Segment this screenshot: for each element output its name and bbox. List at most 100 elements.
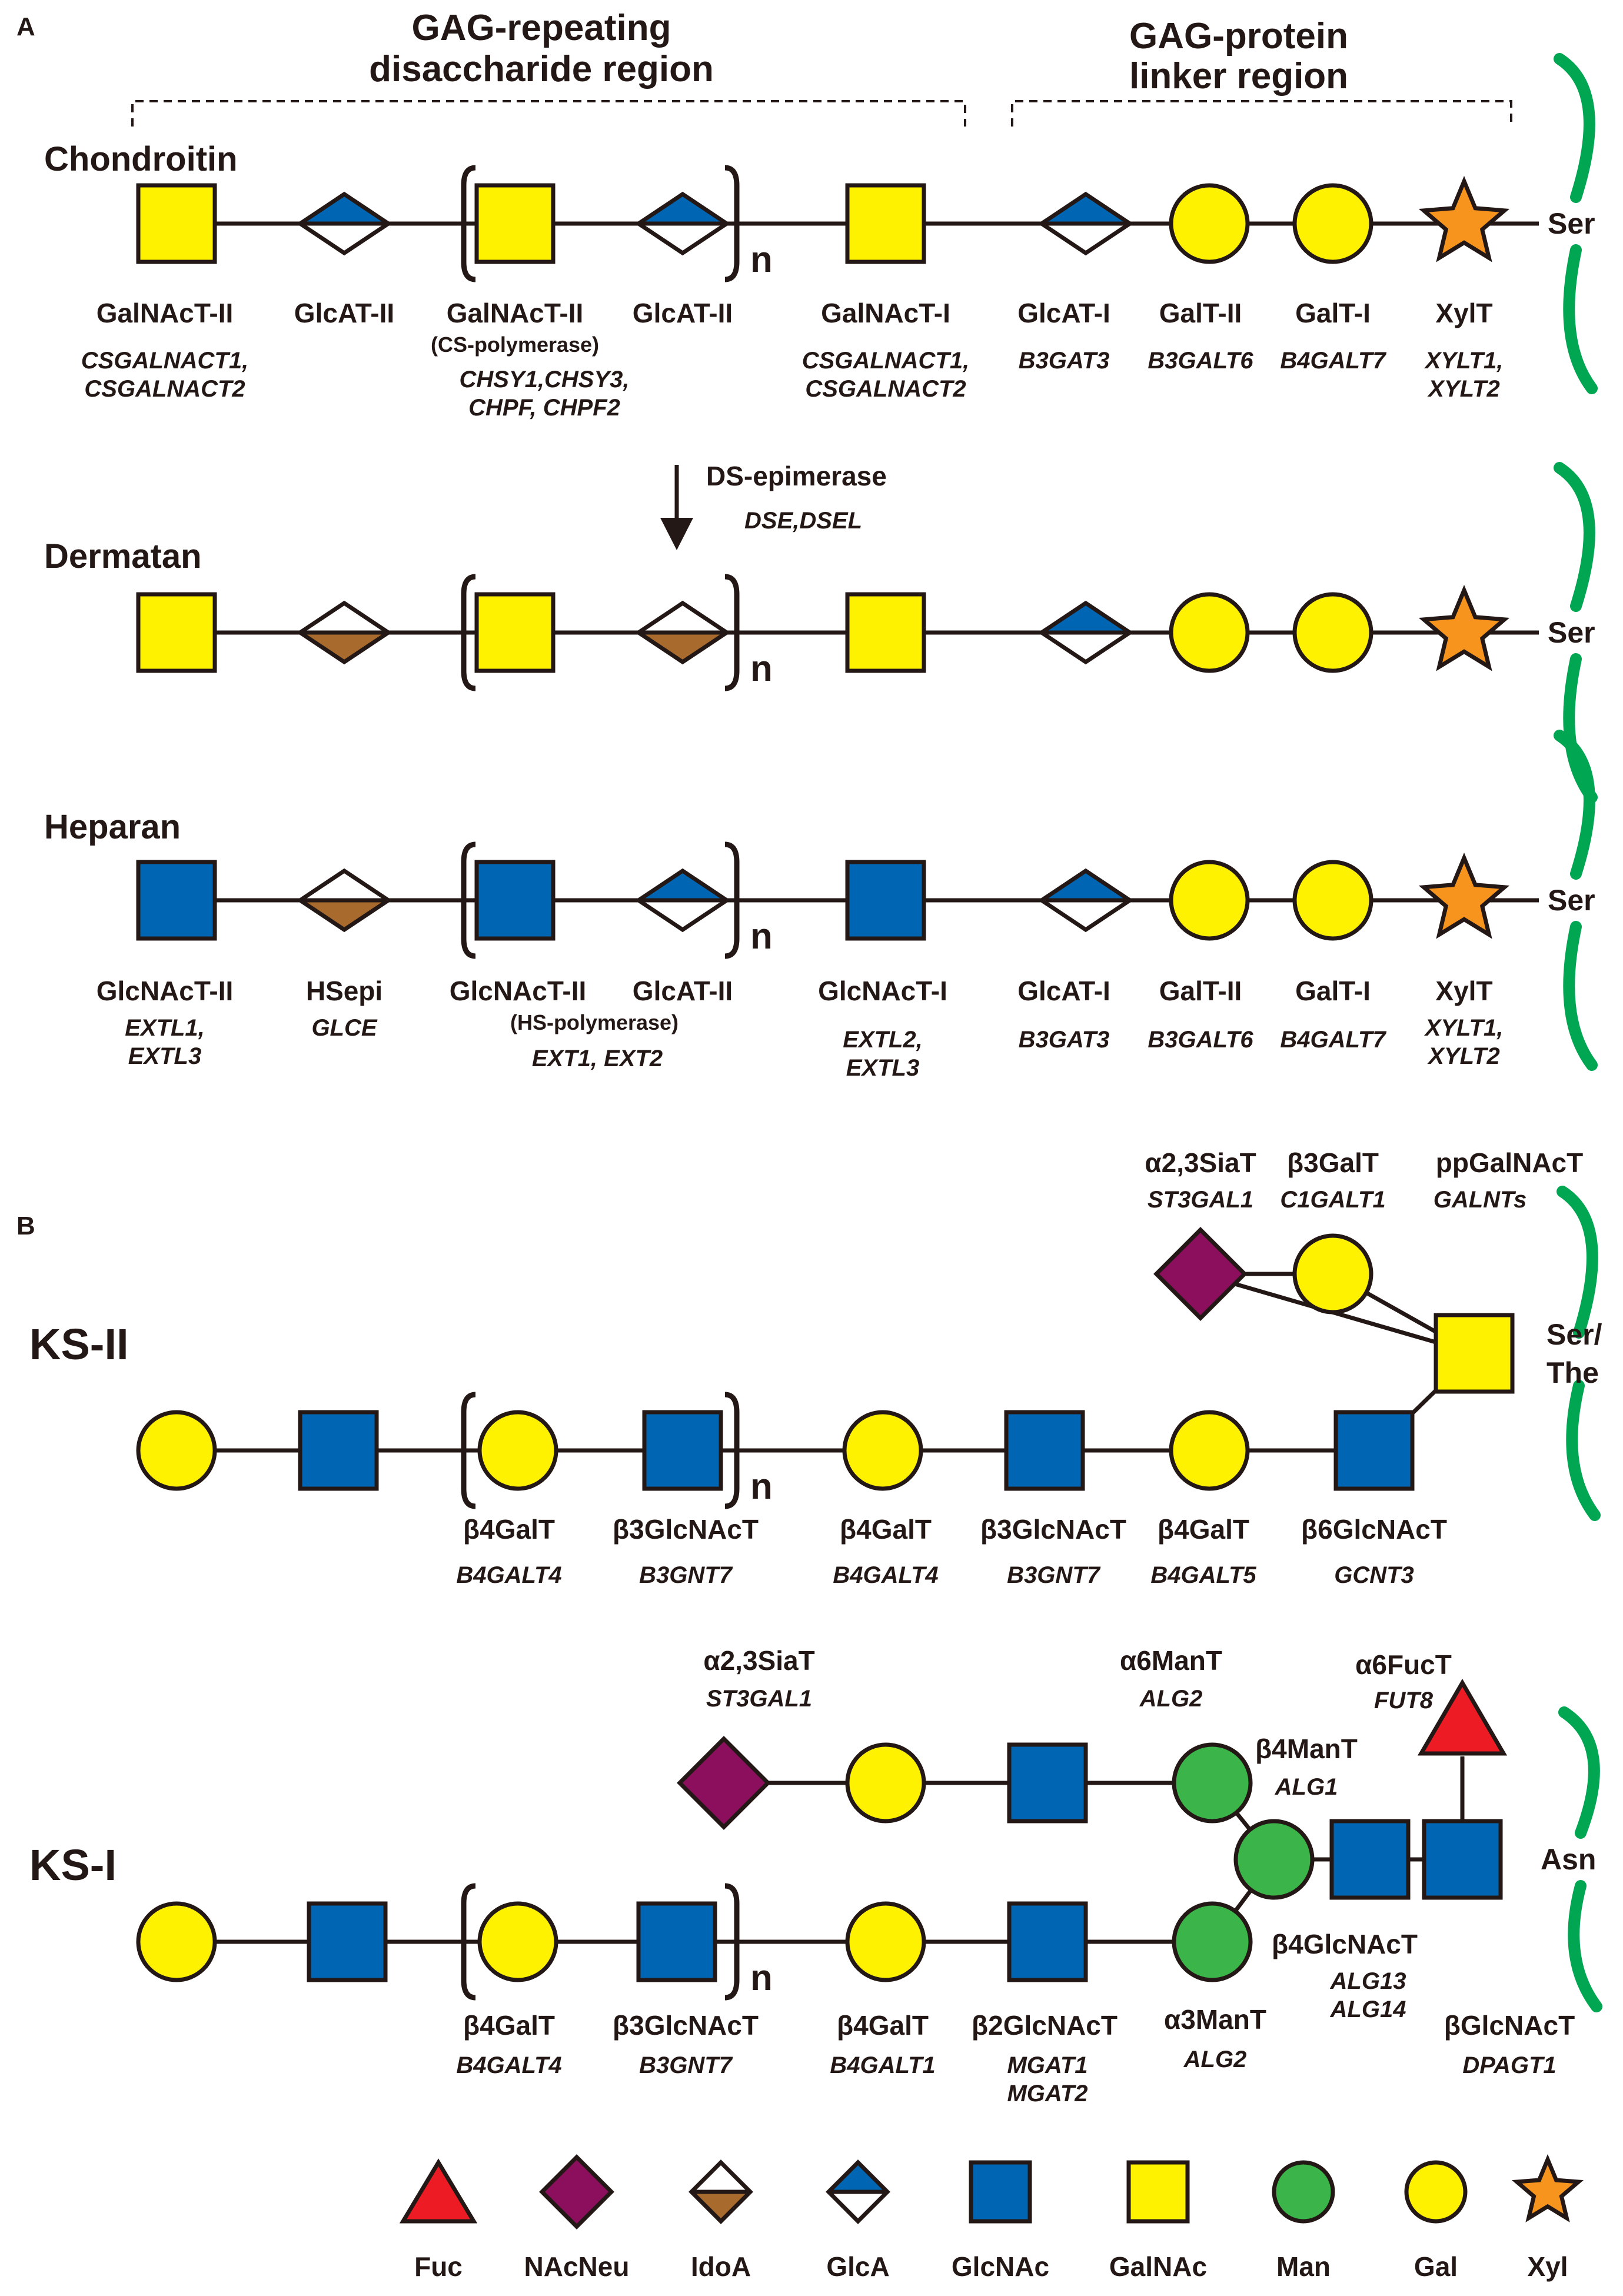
aglycone-ser: Ser: [1548, 884, 1595, 917]
chain-name: Heparan: [44, 808, 181, 846]
gene-name: B3GAT3: [1019, 348, 1110, 374]
protein-bracket-upper: [1557, 1186, 1598, 1339]
repeat-bracket-left: [461, 1392, 476, 1509]
protein-bracket-upper: [1558, 1706, 1600, 1839]
gal-symbol: [136, 1901, 217, 1982]
gene-name: XYLT1,: [1424, 348, 1504, 374]
repeat-n: n: [750, 1466, 773, 1507]
repeat-bracket-left: [461, 574, 476, 691]
gene-name: B4GALT7: [1280, 1027, 1386, 1053]
legend-idoa-symbol: [689, 2159, 753, 2224]
legend-label: GalNAc: [1109, 2251, 1207, 2282]
legend-glcnac-symbol: [969, 2160, 1032, 2224]
enzyme-name: β4GalT: [463, 2010, 555, 2041]
gene-name: B4GALT7: [1280, 348, 1386, 374]
gal-symbol: [842, 1410, 923, 1491]
header-gag-protein: GAG-protein: [1129, 16, 1348, 56]
enzyme-name: α2,3SiaT: [1145, 1147, 1256, 1178]
repeat-n: n: [750, 916, 773, 957]
gene-name: ST3GAL1: [1148, 1187, 1253, 1213]
chain-name: KS-I: [29, 1841, 117, 1889]
enzyme-name: β4ManT: [1255, 1733, 1358, 1764]
protein-bracket-lower: [1566, 1380, 1601, 1521]
glcnac-symbol: [1329, 1819, 1411, 1900]
repeat-bracket-left: [461, 165, 476, 282]
enzyme-name: β4GalT: [463, 1514, 555, 1545]
gene-name: CSGALNACT1,: [81, 348, 248, 374]
glca-symbol: [634, 191, 731, 256]
xyl-symbol: [1418, 852, 1510, 939]
gene-name: EXTL1,: [125, 1015, 205, 1041]
glcnac-symbol: [1007, 1742, 1088, 1824]
enzyme-name: GalNAcT-II: [97, 298, 234, 328]
enzyme-name: β4GlcNAcT: [1272, 1929, 1418, 1959]
protein-bracket-upper: [1554, 462, 1595, 612]
idoa-symbol: [634, 600, 731, 665]
gene-name: B3GALT6: [1148, 348, 1253, 374]
enzyme-name: β4GalT: [837, 2010, 929, 2041]
gal-symbol: [1169, 1410, 1250, 1491]
gene-name: CHSY1,CHSY3,: [460, 367, 630, 392]
enzyme-name: α6ManT: [1120, 1645, 1222, 1676]
repeat-n: n: [750, 1958, 773, 1998]
gal-symbol: [477, 1901, 558, 1982]
repeat-bracket-right: [724, 1392, 740, 1509]
gene-name: MGAT2: [1007, 2081, 1087, 2107]
legend-label: Fuc: [414, 2251, 463, 2282]
idoa-symbol: [296, 600, 393, 665]
gene-name: CHPF, CHPF2: [468, 395, 620, 421]
idoa-symbol: [296, 868, 393, 933]
header-gag-protein: linker region: [1129, 56, 1348, 97]
gene-name: XYLT2: [1427, 376, 1500, 402]
chain-name: KS-II: [29, 1320, 129, 1369]
glcnac-symbol: [474, 860, 556, 941]
enzyme-name: GlcNAcT-I: [818, 976, 947, 1006]
gal-symbol: [136, 1410, 217, 1491]
enzyme-name: GlcAT-II: [294, 298, 394, 328]
gal-symbol: [1169, 183, 1250, 264]
enzyme-name: GalT-II: [1159, 298, 1242, 328]
gal-symbol: [1292, 592, 1373, 673]
repeat-bracket-right: [724, 165, 740, 282]
enzyme-name: β6GlcNAcT: [1301, 1514, 1447, 1545]
gal-symbol: [845, 1901, 926, 1982]
glcnac-symbol: [845, 860, 926, 941]
legend-label: NAcNeu: [524, 2251, 630, 2282]
enzyme-name: α2,3SiaT: [703, 1645, 814, 1676]
aglycone-ser: Ser: [1548, 207, 1595, 240]
enzyme-name: α3ManT: [1164, 2004, 1266, 2035]
enzyme-name: GalNAcT-II: [447, 298, 584, 328]
gene-name: ALG2: [1183, 2047, 1247, 2072]
glcnac-symbol: [1007, 1901, 1088, 1982]
legend-glca-symbol: [826, 2159, 890, 2224]
legend-fuc-symbol: [399, 2158, 478, 2224]
region-bracket-repeating: [131, 100, 966, 127]
legend-label: GlcA: [826, 2251, 889, 2282]
enzyme-name: XylT: [1435, 976, 1492, 1006]
repeat-bracket-right: [724, 841, 740, 959]
glcnac-symbol: [136, 860, 217, 941]
gene-name: B4GALT4: [456, 2052, 561, 2078]
gene-name: B4GALT4: [456, 1562, 561, 1588]
enzyme-name: βGlcNAcT: [1444, 2010, 1575, 2041]
galnac-symbol: [1434, 1313, 1515, 1394]
epimerase-name: DS-epimerase: [706, 461, 887, 491]
galnac-symbol: [845, 592, 926, 673]
legend-label: GlcNAc: [952, 2251, 1049, 2282]
gene-name: EXT1, EXT2: [532, 1046, 663, 1072]
protein-bracket-lower: [1568, 1880, 1602, 2012]
gal-symbol: [1292, 860, 1373, 941]
gene-name: ALG13: [1330, 1968, 1406, 1994]
panel-label-b: B: [16, 1212, 35, 1240]
glca-symbol: [1037, 600, 1134, 665]
gene-name: ALG1: [1275, 1774, 1338, 1800]
gene-name: DSE,DSEL: [744, 508, 862, 534]
gene-name: B3GNT7: [639, 1562, 733, 1588]
man-symbol: [1233, 1819, 1315, 1900]
glcnac-symbol: [307, 1901, 388, 1982]
chain-name: Dermatan: [44, 537, 202, 575]
legend-label: Xyl: [1527, 2251, 1568, 2282]
legend-label: Gal: [1414, 2251, 1458, 2282]
aglycone-ser-thr: The: [1546, 1356, 1599, 1389]
enzyme-name: α6FucT: [1355, 1649, 1452, 1680]
